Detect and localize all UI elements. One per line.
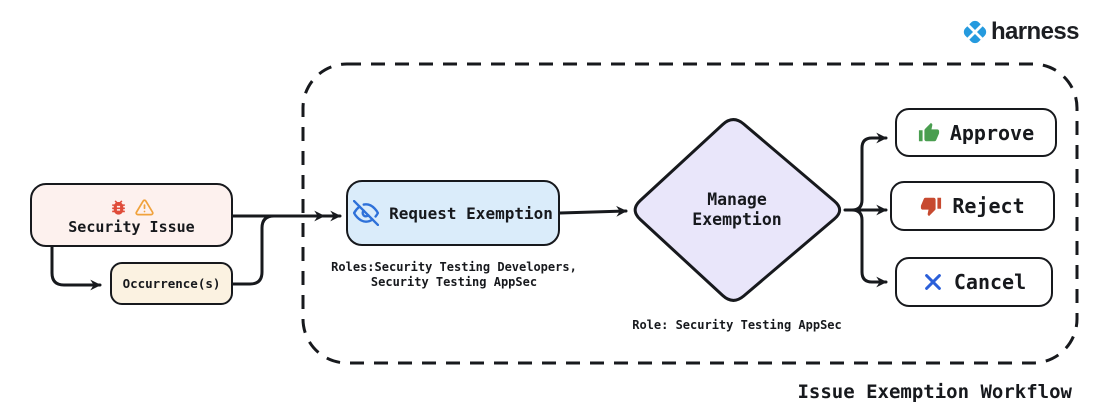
manage-exemption-diamond (633, 118, 842, 302)
occurrences-label: Occurrence(s) (122, 276, 221, 291)
arrows (50, 132, 888, 291)
reject-label: Reject (952, 194, 1025, 218)
manage-exemption-role-note: Role: Security Testing AppSec (632, 318, 842, 332)
workflow-title: Issue Exemption Workflow (797, 381, 1072, 403)
manage-exemption-label: Manage Exemption (692, 190, 782, 229)
occurrences-node: Occurrence(s) (110, 262, 233, 305)
brand-logo: harness (961, 17, 1079, 47)
request-exemption-node: Request Exemption (346, 180, 560, 246)
thumb-up-icon (918, 122, 939, 141)
request-exemption-label: Request Exemption (389, 203, 553, 223)
brand-wordmark: harness (991, 18, 1079, 45)
reject-node: Reject (890, 181, 1055, 231)
security-issue-label: Security Issue (68, 218, 195, 236)
workflow-boundary (301, 62, 1079, 365)
security-issue-node: Security Issue (30, 183, 233, 247)
x-icon (924, 274, 941, 290)
warning-icon (135, 199, 154, 216)
cancel-node: Cancel (895, 257, 1053, 307)
arrow-security-to-occurrence (50, 245, 102, 291)
approve-label: Approve (949, 120, 1035, 145)
security-issue-icons (109, 198, 154, 217)
request-exemption-roles-note: Roles:Security Testing Developers, Secur… (331, 260, 577, 289)
thumb-down-icon (921, 197, 942, 217)
arrow-request-to-manage (558, 205, 628, 217)
eye-off-icon (353, 200, 380, 226)
arrow-manage-to-approve (850, 132, 888, 212)
arrow-manage-to-cancel (850, 208, 888, 288)
harness-logo-icon (963, 20, 987, 44)
cancel-label: Cancel (953, 270, 1027, 294)
bug-icon (112, 200, 125, 215)
arrow-occurrence-to-request (231, 210, 326, 286)
approve-node: Approve (895, 108, 1057, 157)
